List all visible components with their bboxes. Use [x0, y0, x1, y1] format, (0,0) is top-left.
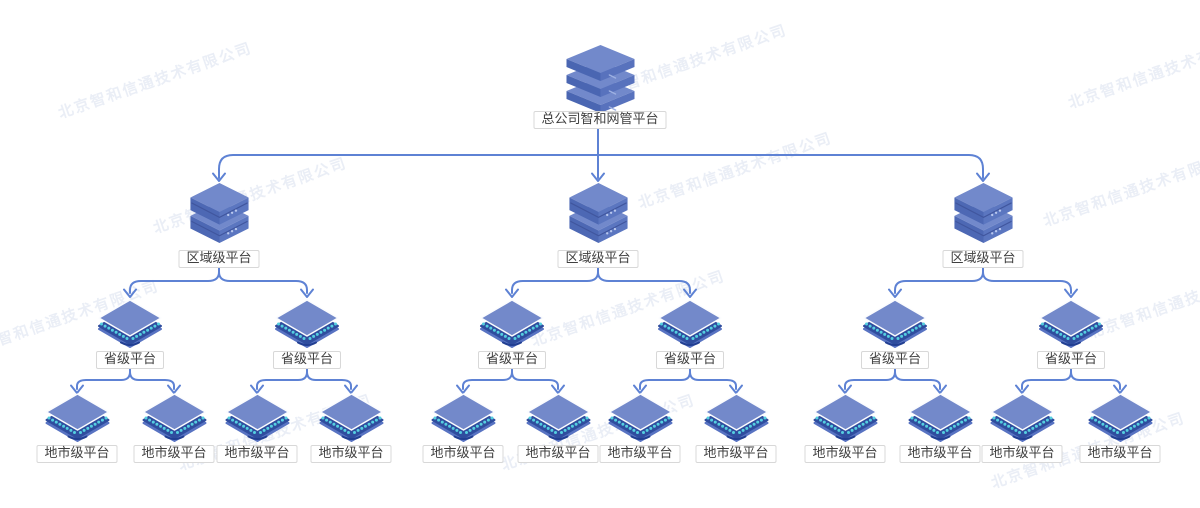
network-device-icon — [318, 393, 383, 442]
node-label: 总公司智和网管平台 — [533, 111, 667, 129]
network-device-icon — [141, 393, 206, 442]
node-label: 地市级平台 — [517, 445, 599, 463]
node-label: 区域级平台 — [178, 250, 260, 268]
node-city-10: 地市级平台 — [899, 392, 981, 463]
node-city-1: 地市级平台 — [36, 392, 118, 463]
network-device-icon — [1038, 299, 1103, 348]
server-rack-icon — [189, 182, 249, 244]
node-label: 省级平台 — [272, 351, 342, 369]
node-label: 区域级平台 — [942, 250, 1024, 268]
node-city-3: 地市级平台 — [216, 392, 298, 463]
node-label: 省级平台 — [477, 351, 547, 369]
network-device-icon — [907, 393, 972, 442]
node-label: 地市级平台 — [310, 445, 392, 463]
network-device-icon — [97, 299, 162, 348]
server-rack-icon — [568, 182, 628, 244]
node-label: 地市级平台 — [695, 445, 777, 463]
network-device-icon — [224, 393, 289, 442]
network-device-icon — [657, 299, 722, 348]
node-region-3: 区域级平台 — [942, 182, 1024, 268]
node-province-2: 省级平台 — [272, 298, 342, 369]
node-label: 地市级平台 — [899, 445, 981, 463]
node-province-3: 省级平台 — [477, 298, 547, 369]
network-device-icon — [479, 299, 544, 348]
node-city-2: 地市级平台 — [133, 392, 215, 463]
node-city-8: 地市级平台 — [695, 392, 777, 463]
node-label: 区域级平台 — [557, 250, 639, 268]
network-device-icon — [703, 393, 768, 442]
node-city-12: 地市级平台 — [1079, 392, 1161, 463]
node-label: 地市级平台 — [804, 445, 886, 463]
node-city-7: 地市级平台 — [599, 392, 681, 463]
node-province-5: 省级平台 — [860, 298, 930, 369]
node-region-2: 区域级平台 — [557, 182, 639, 268]
node-label: 地市级平台 — [981, 445, 1063, 463]
node-city-9: 地市级平台 — [804, 392, 886, 463]
node-region-1: 区域级平台 — [178, 182, 260, 268]
node-city-11: 地市级平台 — [981, 392, 1063, 463]
network-device-icon — [44, 393, 109, 442]
node-label: 地市级平台 — [599, 445, 681, 463]
node-label: 地市级平台 — [216, 445, 298, 463]
network-device-icon — [274, 299, 339, 348]
network-device-icon — [607, 393, 672, 442]
node-city-4: 地市级平台 — [310, 392, 392, 463]
node-label: 省级平台 — [95, 351, 165, 369]
server-stack-icon — [565, 44, 635, 114]
network-device-icon — [862, 299, 927, 348]
network-device-icon — [1087, 393, 1152, 442]
node-city-5: 地市级平台 — [422, 392, 504, 463]
node-province-4: 省级平台 — [655, 298, 725, 369]
network-device-icon — [430, 393, 495, 442]
node-label: 省级平台 — [1036, 351, 1106, 369]
node-label: 省级平台 — [655, 351, 725, 369]
node-label: 地市级平台 — [422, 445, 504, 463]
network-device-icon — [812, 393, 877, 442]
network-device-icon — [525, 393, 590, 442]
node-label: 地市级平台 — [1079, 445, 1161, 463]
node-city-6: 地市级平台 — [517, 392, 599, 463]
node-root: 总公司智和网管平台 — [533, 44, 667, 129]
network-device-icon — [989, 393, 1054, 442]
node-label: 省级平台 — [860, 351, 930, 369]
server-rack-icon — [953, 182, 1013, 244]
node-label: 地市级平台 — [36, 445, 118, 463]
node-label: 地市级平台 — [133, 445, 215, 463]
node-province-1: 省级平台 — [95, 298, 165, 369]
node-province-6: 省级平台 — [1036, 298, 1106, 369]
